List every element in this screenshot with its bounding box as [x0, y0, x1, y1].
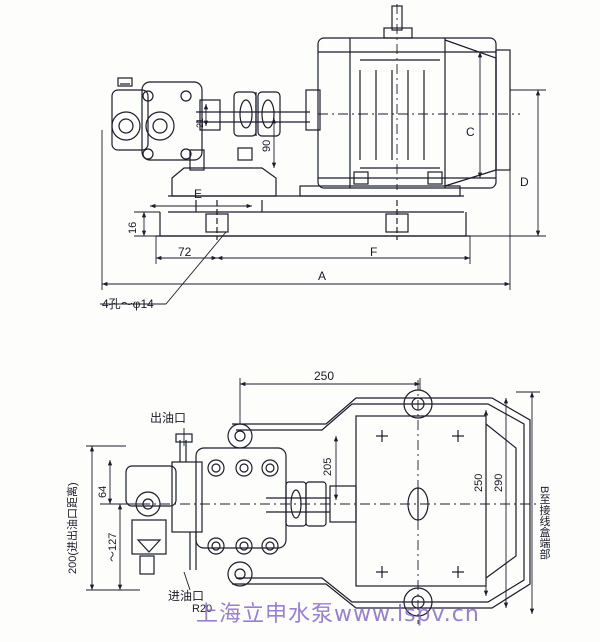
dim-label-16: 16	[127, 221, 139, 234]
dim-label-b-note: B至接线盒端部	[538, 486, 550, 560]
dim-label-72: 72	[178, 245, 192, 259]
top-dim-lines	[100, 4, 546, 305]
dim-label-64: 64	[97, 485, 109, 498]
dim-label-250-right: 250	[473, 473, 485, 492]
base-top	[156, 167, 470, 240]
dim-label-21: 21	[195, 117, 205, 128]
dim-label-r20: R20	[192, 603, 213, 615]
dim-label-e: E	[194, 187, 203, 201]
motor-plan	[329, 415, 517, 587]
base-plan	[227, 389, 531, 617]
bottom-dim-lines	[86, 378, 540, 624]
hole-note: 4孔～φ14	[102, 297, 154, 311]
coupling-top	[196, 91, 310, 137]
dim-label-d: D	[520, 175, 529, 189]
dim-label-127: ～127	[107, 532, 119, 562]
outlet-label: 出油口	[150, 411, 187, 425]
dim-label-200: 200(进出油口距离)	[67, 482, 79, 574]
pump-plan	[125, 433, 287, 575]
pump-top	[111, 77, 253, 171]
watermark: 上海立申水泵www.lspv.cn	[196, 602, 480, 627]
dim-label-250-top: 250	[314, 369, 335, 383]
dim-label-f: F	[370, 245, 378, 259]
dim-label-c: C	[466, 125, 475, 139]
inlet-label: 进油口	[168, 589, 205, 603]
dim-label-a: A	[318, 269, 327, 283]
dim-label-205: 205	[322, 457, 334, 476]
dim-label-290: 290	[493, 473, 505, 492]
motor-top	[305, 5, 511, 189]
dim-label-90: 90	[261, 139, 273, 152]
